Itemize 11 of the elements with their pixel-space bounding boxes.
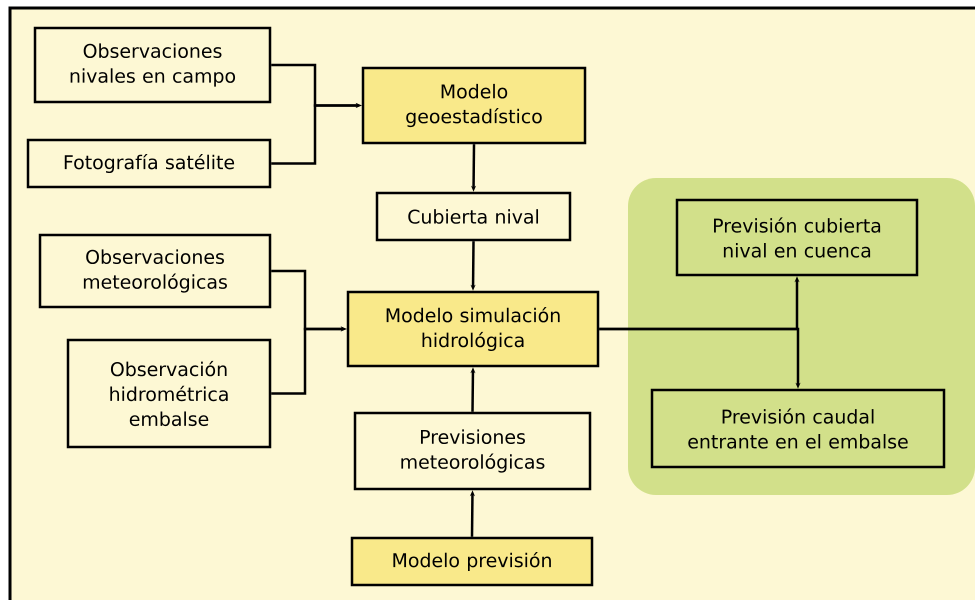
process-box: Fotografía satélite [26, 138, 272, 188]
model-box: Modelo geoestadístico [362, 66, 586, 144]
process-box: Observaciones meteorológicas [38, 234, 272, 308]
process-box: Cubierta nival [376, 192, 572, 242]
process-box: Observación hidrométrica embalse [66, 338, 272, 448]
process-box: Observaciones nivales en campo [34, 26, 272, 104]
process-box: Previsiones meteorológicas [354, 412, 592, 490]
process-box: Previsión caudal entrante en el embalse [650, 388, 946, 468]
model-box: Modelo simulación hidrológica [346, 290, 600, 368]
process-box: Previsión cubierta nival en cuenca [676, 198, 918, 276]
model-box: Modelo previsión [350, 536, 594, 586]
